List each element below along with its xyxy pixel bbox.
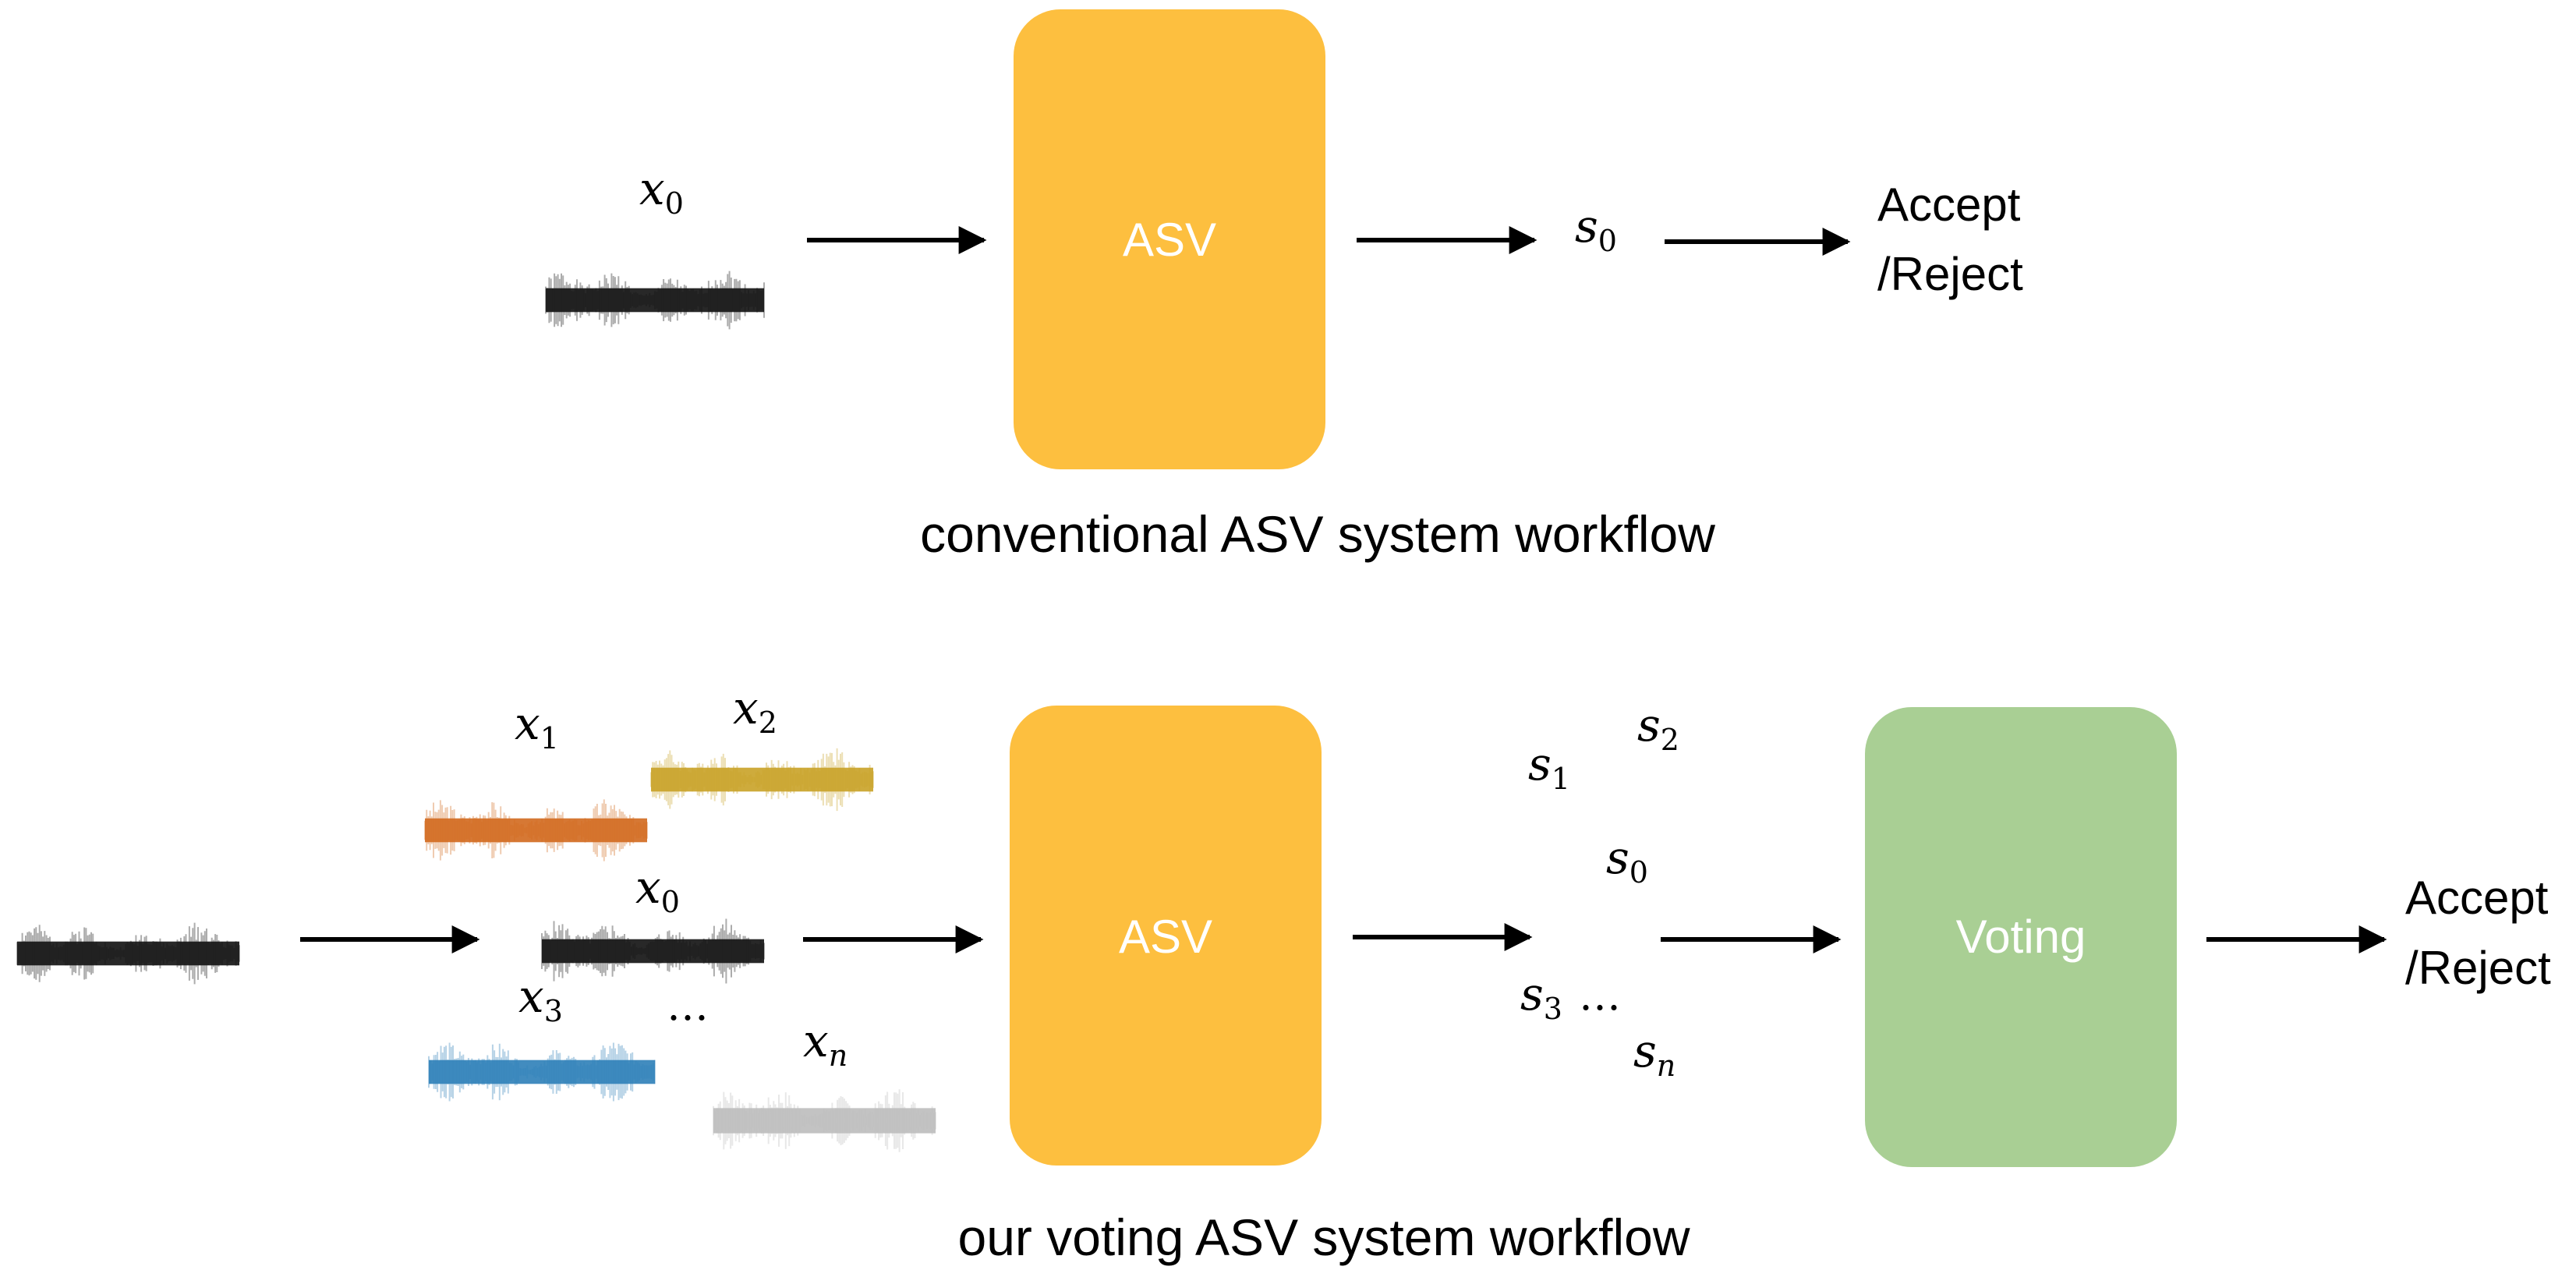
top-caption: conventional ASV system workflow	[920, 505, 1715, 563]
bottom-asv-label: ASV	[1119, 911, 1212, 963]
top-decision-reject: /Reject	[1877, 248, 2023, 300]
augmented-waveform-x3	[428, 1042, 656, 1102]
augmented-label-x1: x1	[515, 697, 559, 755]
voting-box	[1865, 707, 2177, 1167]
bottom-decision-accept: Accept	[2405, 872, 2549, 924]
top-score-label: s0	[1575, 200, 1617, 258]
augmented-waveform-xn	[713, 1089, 936, 1152]
augmented-waveform-x2	[650, 748, 874, 812]
top-asv-box	[1014, 9, 1325, 469]
score-label-s1: s1	[1528, 738, 1570, 796]
top-input-label: x0	[639, 162, 684, 221]
score-label-s2: s2	[1637, 699, 1679, 757]
score-label-s0: s0	[1606, 831, 1648, 890]
augmented-label-xn: xn	[803, 1014, 847, 1073]
top-workflow: x0 ASV s0 Accept /Reject conventional AS…	[545, 9, 2023, 563]
augmented-ellipsis: …	[667, 981, 709, 1030]
bottom-decision-reject: /Reject	[2405, 942, 2551, 994]
bottom-caption: our voting ASV system workflow	[957, 1208, 1690, 1266]
augmented-label-x2: x2	[733, 681, 777, 740]
top-asv-label: ASV	[1123, 214, 1216, 266]
top-input-waveform	[545, 271, 765, 330]
bottom-workflow: x1 x2 x0 x3 xn … ASV s1 s2 s0 s3 … sn Vo…	[16, 681, 2551, 1266]
score-ellipsis: …	[1579, 971, 1621, 1020]
voting-label: Voting	[1956, 911, 2086, 963]
top-decision-accept: Accept	[1877, 179, 2021, 231]
bottom-asv-box	[1010, 706, 1322, 1166]
bottom-input-waveform	[16, 922, 240, 985]
augmented-waveform-x1	[424, 799, 648, 861]
score-label-s3: s3	[1520, 967, 1562, 1026]
augmented-label-x3: x3	[518, 970, 563, 1028]
augmented-label-x0: x0	[635, 861, 680, 919]
score-label-sn: sn	[1633, 1024, 1675, 1083]
augmented-waveform-x0	[541, 918, 765, 984]
